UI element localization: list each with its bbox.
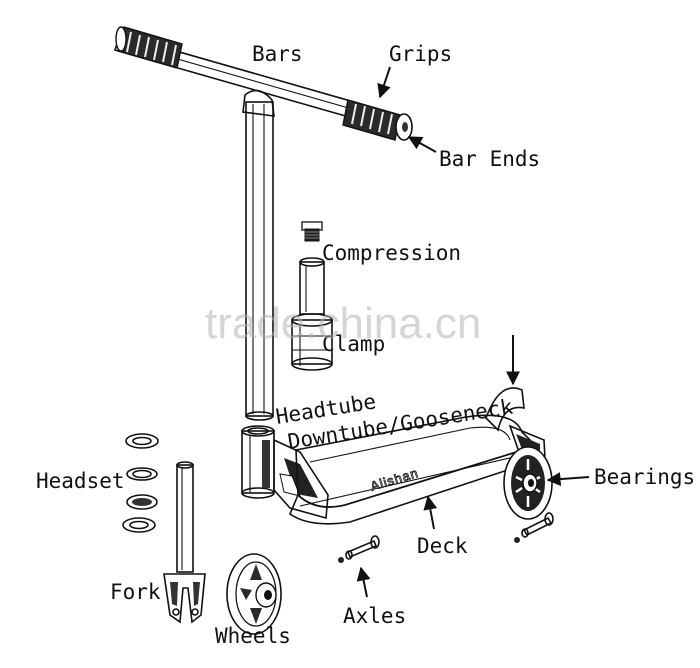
- label-deck: Deck: [417, 534, 468, 558]
- front-axle-part: [338, 535, 380, 563]
- front-wheel-part: [226, 553, 282, 635]
- headtube-part: [241, 425, 275, 499]
- label-bars: Bars: [252, 42, 303, 66]
- label-compression: Compression: [322, 241, 461, 265]
- label-bearings: Bearings: [594, 465, 695, 489]
- label-fork: Fork: [110, 580, 161, 604]
- fork-part: [163, 461, 206, 624]
- label-clamp: Clamp: [322, 332, 385, 356]
- label-grips: Grips: [389, 42, 452, 66]
- handlebar-part: [113, 34, 412, 421]
- label-axles: Axles: [343, 604, 406, 628]
- label-headset: Headset: [36, 469, 125, 493]
- bar-end-part: [395, 113, 413, 141]
- leader-arrows: [356, 66, 590, 598]
- rear-wheel-part: [503, 446, 553, 520]
- watermark-text: trade.china.cn: [205, 299, 481, 348]
- headset-part: [122, 433, 159, 533]
- clamp-part: [291, 313, 333, 371]
- compression-bolt-part: [301, 221, 323, 242]
- label-bar-ends: Bar Ends: [439, 147, 540, 171]
- right-grip-part: [342, 99, 401, 141]
- label-wheels: Wheels: [215, 624, 291, 648]
- rear-axle-part: [514, 512, 554, 543]
- left-grip-part: [115, 26, 183, 69]
